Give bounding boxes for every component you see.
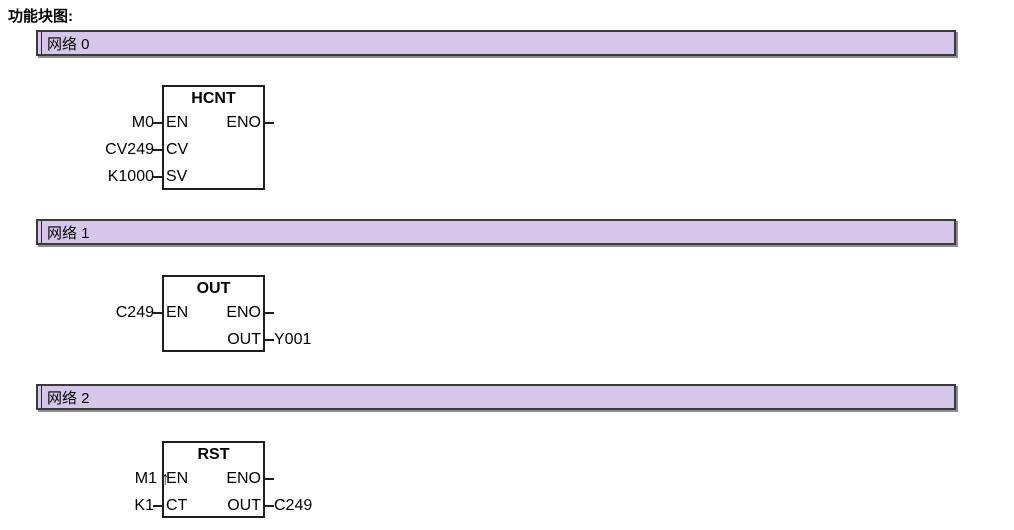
- output-operand[interactable]: Y001: [274, 330, 312, 348]
- pin-label-out: OUT: [227, 330, 261, 348]
- netbar-divider: [41, 32, 42, 54]
- block-row: M0 EN ENO: [132, 109, 274, 136]
- pin-label-en: EN: [166, 303, 189, 321]
- pin-label-out: OUT: [227, 496, 261, 514]
- input-operand[interactable]: K1: [134, 496, 154, 514]
- block-row: M1 ↑ EN ENO: [135, 465, 274, 492]
- input-operand[interactable]: M0: [131, 113, 154, 131]
- pin-label-eno: ENO: [226, 469, 261, 487]
- function-block-rst[interactable]: RST M1 ↑ EN ENO K1 CT OUT C249: [134, 441, 312, 519]
- pin-label-ct: CT: [166, 496, 188, 514]
- pin-label-en: EN: [166, 113, 189, 131]
- block-row: C249 EN ENO: [116, 299, 274, 326]
- connection-stub: [263, 477, 274, 480]
- network-header-0[interactable]: 网络 0: [36, 30, 956, 56]
- pin-label-eno: ENO: [226, 113, 261, 131]
- block-row: K1000 SV: [108, 163, 263, 190]
- block-row: OUT Y001: [164, 326, 311, 353]
- connection-stub: [263, 311, 274, 314]
- rising-edge-icon: ↑: [161, 467, 170, 490]
- block-row: K1 CT OUT C249: [134, 492, 312, 519]
- connection-stub: [263, 121, 274, 124]
- input-operand[interactable]: M1: [134, 469, 157, 487]
- block-title: OUT: [196, 280, 231, 297]
- page-title: 功能块图:: [8, 8, 73, 25]
- block-title: HCNT: [191, 90, 236, 107]
- connection-stub: [263, 504, 274, 507]
- network-header-2[interactable]: 网络 2: [36, 384, 956, 410]
- pin-label-sv: SV: [166, 167, 188, 185]
- input-operand[interactable]: C249: [115, 303, 154, 321]
- connection-stub: [153, 148, 164, 151]
- output-operand[interactable]: C249: [274, 496, 313, 514]
- block-row: CV249 CV: [105, 136, 263, 163]
- function-block-out[interactable]: OUT C249 EN ENO OUT Y001: [116, 275, 311, 353]
- connection-stub: [153, 311, 164, 314]
- network-label: 网络 1: [47, 224, 90, 242]
- netbar-divider: [41, 221, 42, 243]
- network-header-1[interactable]: 网络 1: [36, 219, 956, 245]
- pin-label-eno: ENO: [226, 303, 261, 321]
- connection-stub: [153, 121, 164, 124]
- network-label: 网络 0: [47, 35, 90, 53]
- function-block-hcnt[interactable]: HCNT M0 EN ENO CV249 CV K1000 SV: [105, 85, 274, 190]
- connection-stub: [153, 175, 164, 178]
- connection-stub: [263, 338, 274, 341]
- input-operand[interactable]: CV249: [105, 140, 154, 158]
- input-operand[interactable]: K1000: [107, 167, 154, 185]
- network-label: 网络 2: [47, 389, 90, 407]
- block-title: RST: [197, 446, 230, 463]
- pin-label-cv: CV: [166, 140, 189, 158]
- pin-label-en: EN: [166, 469, 189, 487]
- netbar-divider: [41, 386, 42, 408]
- connection-stub: [153, 504, 164, 507]
